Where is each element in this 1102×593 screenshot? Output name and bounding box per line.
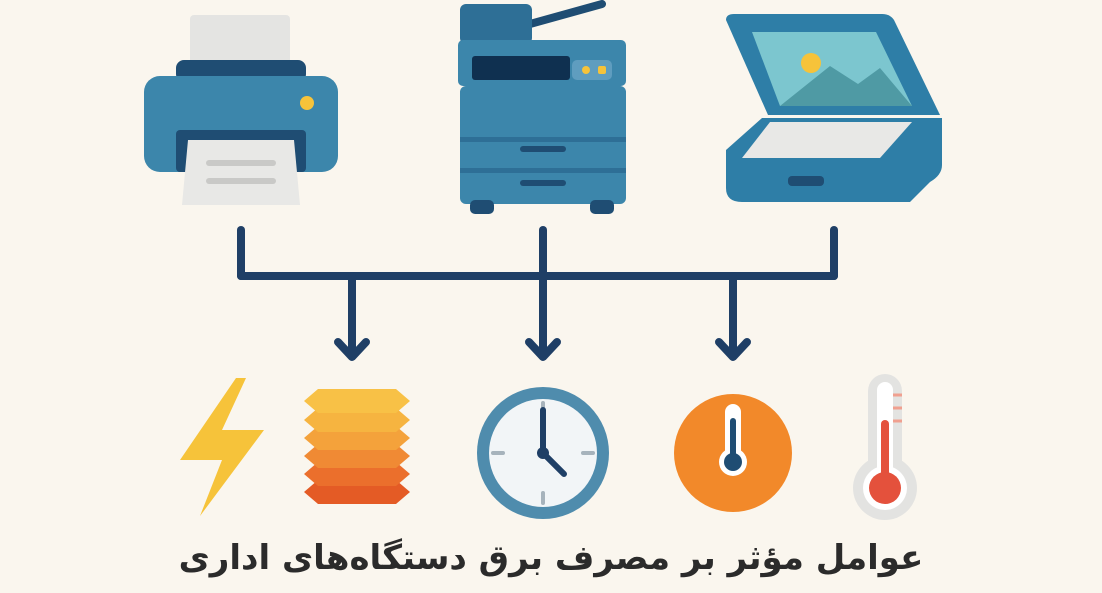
thermometer-icon [853,374,917,520]
lightning-bolt-icon [180,378,264,516]
photocopier-icon [458,0,626,214]
printer-icon [144,15,338,205]
gauge-thermometer-icon [674,394,792,512]
arrow-head-right [715,338,751,361]
connector-network [237,226,838,361]
diagram-caption: عوامل مؤثر بر مصرف برق دستگاه‌های اداری [178,538,924,578]
arrow-head-left [334,338,370,361]
arrow-head-middle [525,338,561,361]
clock-icon [477,387,609,519]
scanner-icon [726,14,942,202]
paper-stack-icon [304,389,410,504]
